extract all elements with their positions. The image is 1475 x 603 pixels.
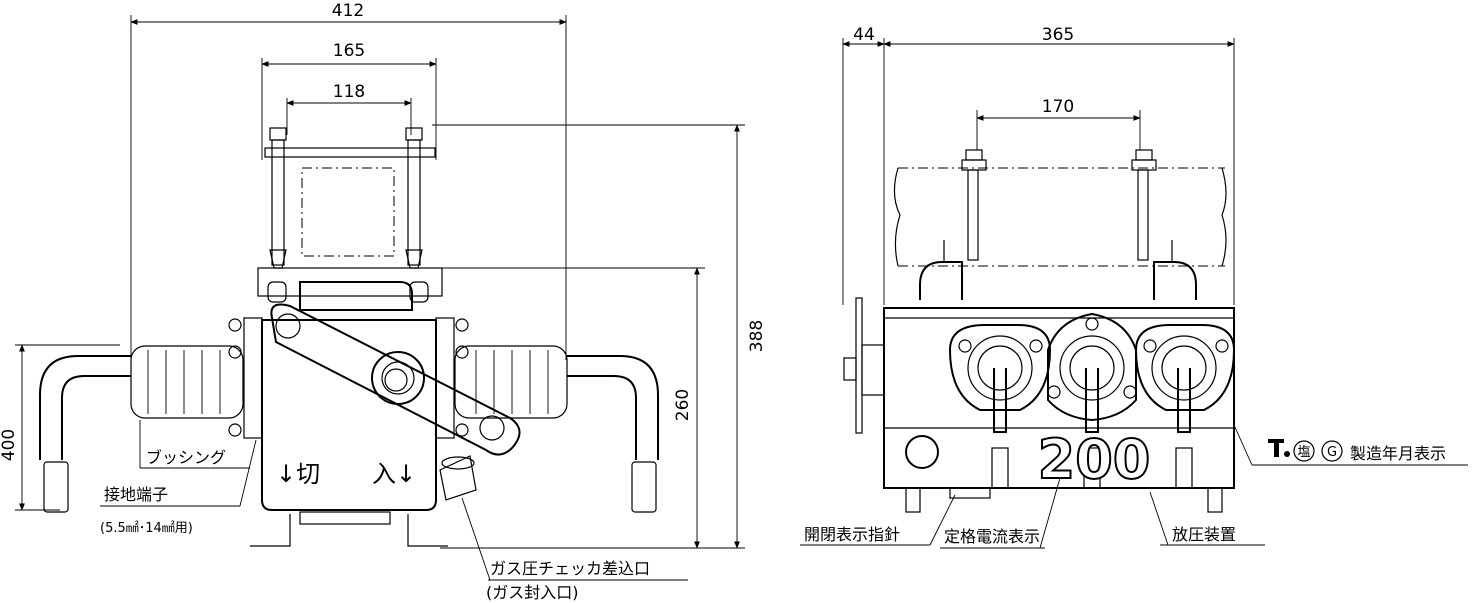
bushing-left [39,345,244,513]
flange-left [948,324,1052,489]
dim-365: 365 [1042,25,1074,45]
flange-right [1134,324,1236,489]
switch-body: ↓切 入↓ [228,267,521,547]
side-view: 44 365 170 [800,25,1468,549]
label-pressure-relief: 放圧装置 [1172,525,1236,544]
dim-118: 118 [333,82,365,102]
dim-44: 44 [853,25,875,45]
label-ground-terminal-spec: (5.5㎟･14㎟用) [100,521,193,536]
maker-mark: 塩 G [1268,439,1343,462]
label-gas-port-sub: (ガス封入口) [486,583,579,602]
badge-1-text: 塩 [1297,445,1310,460]
off-marking: ↓切 [276,460,320,488]
label-rated-current: 定格電流表示 [944,527,1040,546]
badge-1-icon [1293,440,1315,462]
badge-2-icon [1321,440,1343,462]
bushing-right [454,345,659,513]
mounting-bolts [919,149,1197,300]
dim-165: 165 [333,41,365,61]
badge-2-text: G [1327,445,1337,460]
front-view: 412 165 118 388 260 400 [0,1,767,602]
flange-center [1047,312,1137,489]
label-gas-port: ガス圧チェッカ差込口 [490,559,650,578]
dim-400: 400 [0,429,19,461]
label-open-close-indicator: 開閉表示指針 [804,525,900,544]
mounting-bracket [264,127,436,269]
side-enclosure [843,297,1235,513]
pole-outline [893,167,1227,267]
dim-412: 412 [332,1,364,21]
label-bushing: ブッシング [146,448,226,467]
label-ground-terminal: 接地端子 [104,485,168,504]
dim-260: 260 [673,389,693,421]
label-manufacture-date: 製造年月表示 [1350,444,1446,463]
dim-388: 388 [747,320,767,352]
on-marking: 入↓ [372,460,416,488]
dim-170: 170 [1042,97,1074,117]
rated-current-value: 200 [1038,428,1151,491]
